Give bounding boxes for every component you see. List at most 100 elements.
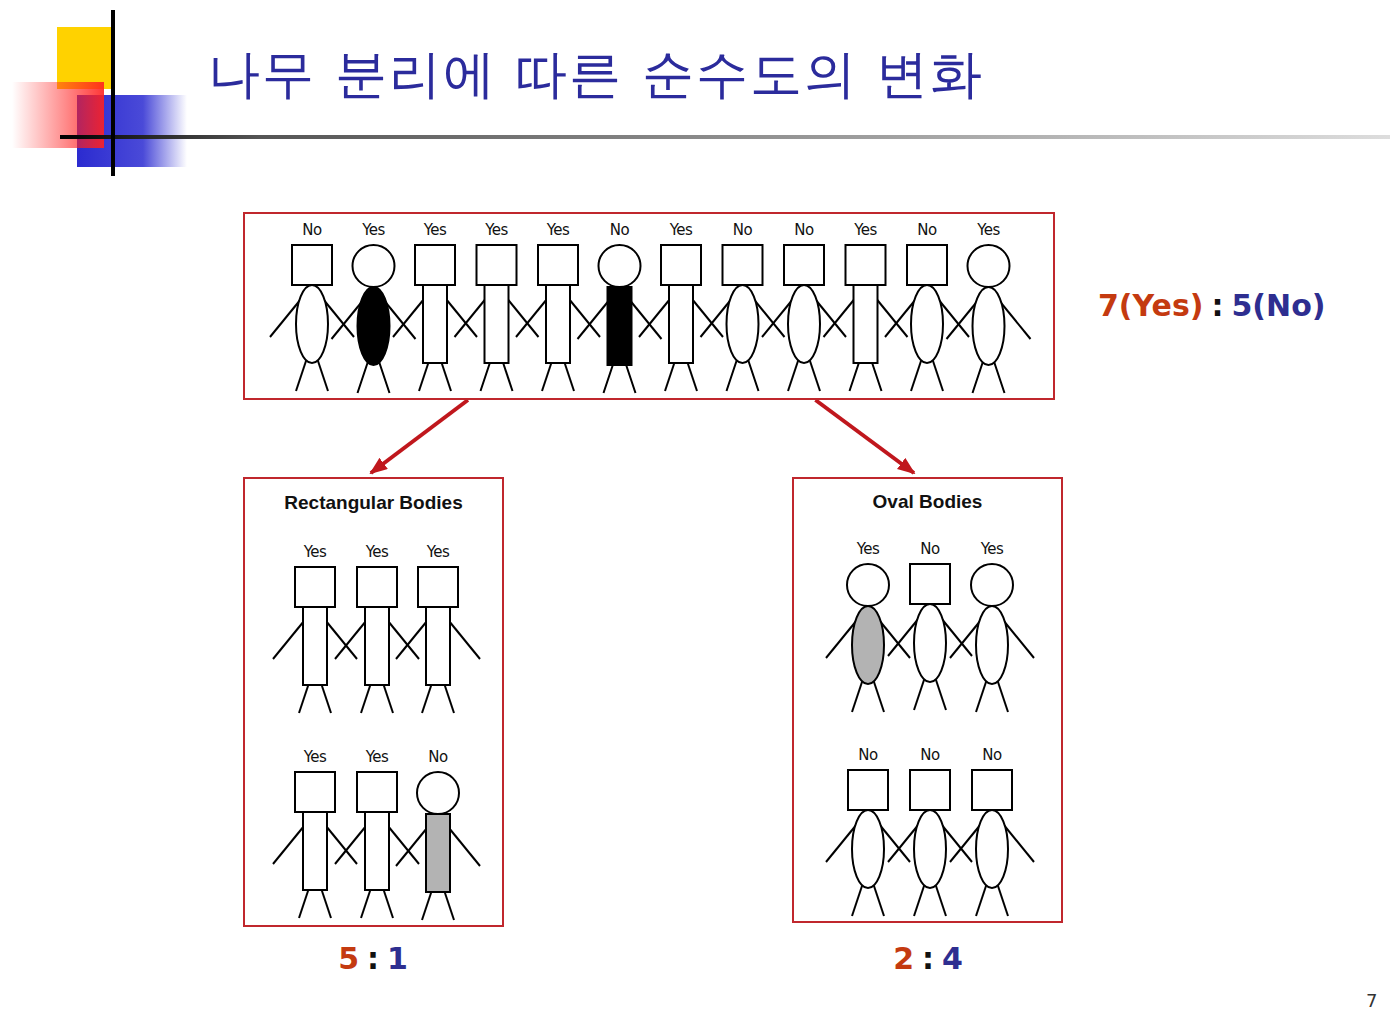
square-head <box>846 245 886 285</box>
oval-body <box>911 285 943 363</box>
round-head <box>599 245 641 287</box>
oval-body <box>914 604 946 682</box>
answer-label: Yes <box>981 540 1004 558</box>
leg <box>810 361 820 391</box>
leg <box>665 361 675 391</box>
leg <box>973 363 983 393</box>
arm <box>326 621 357 659</box>
ratio-part: 5(No) <box>1231 288 1325 323</box>
leg <box>936 680 946 710</box>
leg <box>444 683 454 713</box>
square-head <box>357 567 397 607</box>
split-box: Rectangular BodiesYesYesYesYesYesNo <box>243 477 504 927</box>
stick-figure <box>516 245 600 391</box>
leg <box>852 682 862 712</box>
arm <box>639 299 670 337</box>
ratio-label: 2:4 <box>893 941 963 976</box>
oval-body <box>296 285 328 363</box>
leg <box>976 682 986 712</box>
oval-body <box>976 810 1008 888</box>
answer-label: Yes <box>854 221 877 239</box>
title-rule <box>60 135 1390 139</box>
arm <box>326 826 357 864</box>
leg <box>788 361 798 391</box>
oval-body <box>852 810 884 888</box>
arm <box>335 621 366 659</box>
leg <box>318 361 328 391</box>
rectangular-body <box>426 814 450 892</box>
stick-figure <box>950 770 1034 916</box>
round-head <box>353 245 395 287</box>
round-head <box>847 564 889 606</box>
arm <box>824 299 855 337</box>
arm <box>455 299 486 337</box>
oval-body <box>727 285 759 363</box>
leg <box>321 888 331 918</box>
figure-group <box>245 214 1057 402</box>
ratio-part: 2 <box>893 941 914 976</box>
round-head <box>417 772 459 814</box>
stick-figure <box>396 567 480 713</box>
split-box: Oval BodiesYesNoYesNoNoNo <box>792 477 1063 923</box>
rectangular-body <box>365 607 389 685</box>
stick-figure <box>335 567 419 713</box>
arm <box>335 826 366 864</box>
leg <box>564 361 574 391</box>
answer-label: No <box>302 221 321 239</box>
box-heading: Oval Bodies <box>873 491 983 513</box>
leg <box>911 361 921 391</box>
arm <box>692 299 723 337</box>
rectangular-body <box>303 607 327 685</box>
split-arrow <box>815 400 913 473</box>
leg <box>380 363 390 393</box>
arm <box>449 621 480 659</box>
leg <box>874 682 884 712</box>
rectangular-body <box>546 285 570 363</box>
square-head <box>292 245 332 285</box>
ratio-label: 7(Yes):5(No) <box>1098 288 1325 323</box>
stick-figure <box>950 564 1034 712</box>
arm <box>631 301 662 339</box>
arm <box>877 299 908 337</box>
stick-figure <box>578 245 662 393</box>
arm <box>393 299 424 337</box>
yellow-square <box>57 27 115 89</box>
oval-body <box>788 285 820 363</box>
leg <box>542 361 552 391</box>
leg <box>626 363 636 393</box>
rectangular-body <box>669 285 693 363</box>
rectangular-body <box>303 812 327 890</box>
vertical-rule <box>111 10 115 176</box>
stick-figure <box>273 772 357 918</box>
leg <box>933 361 943 391</box>
leg <box>850 361 860 391</box>
stick-figure <box>762 245 846 391</box>
leg <box>383 888 393 918</box>
leg <box>444 890 454 920</box>
answer-label: Yes <box>670 221 693 239</box>
stick-figure <box>639 245 723 391</box>
leg <box>361 683 371 713</box>
square-head <box>538 245 578 285</box>
answer-label: Yes <box>485 221 508 239</box>
arm <box>396 828 427 866</box>
leg <box>874 886 884 916</box>
leg <box>914 886 924 916</box>
answer-label: No <box>917 221 936 239</box>
stick-figure <box>826 770 910 916</box>
arm <box>449 828 480 866</box>
leg <box>481 361 491 391</box>
answer-label: Yes <box>366 748 389 766</box>
split-box: NoYesYesYesYesNoYesNoNoYesNoYes <box>243 212 1055 400</box>
answer-label: No <box>610 221 629 239</box>
answer-label: No <box>920 746 939 764</box>
rectangular-body <box>485 285 509 363</box>
leg <box>383 683 393 713</box>
arm <box>388 621 419 659</box>
stick-figure <box>885 245 969 391</box>
answer-label: No <box>858 746 877 764</box>
rectangular-body <box>423 285 447 363</box>
oval-body <box>914 810 946 888</box>
leg <box>998 886 1008 916</box>
